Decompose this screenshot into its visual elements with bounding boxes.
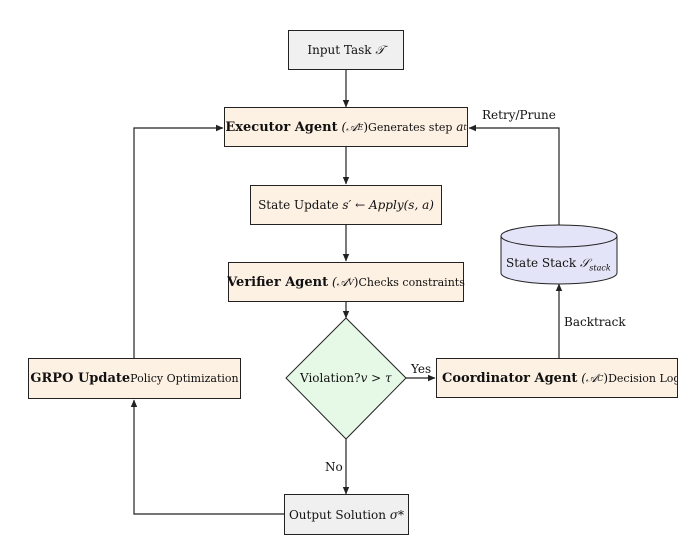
coordinator-agent-node: Coordinator Agent (𝒜C)Decision Logic [436,358,678,398]
coordinator-symbol: (𝒜 [581,370,598,385]
state-stack-label: State Stack 𝒮stack [506,256,611,272]
edge-label-no: No [325,460,343,474]
edge-label-yes: Yes [411,362,432,376]
verifier-symbol: (𝒜 [331,274,348,289]
executor-var: a [456,120,464,134]
executor-symbol: (𝒜 [341,119,358,134]
decision-label: Violation?v > τ [300,371,392,385]
verifier-title: Verifier Agent [227,274,329,290]
decision-diamond [285,317,407,440]
input-task-symbol: 𝒯 [375,42,385,57]
edge-output-grpo [130,399,284,515]
executor-var-sub: t [463,122,467,132]
state-stack-text: State Stack [506,256,577,270]
edge-label-retry: Retry/Prune [482,108,556,122]
input-task-node: Input Task 𝒯 [288,30,404,70]
coordinator-symbol-sub: C [597,373,604,383]
state-stack-cylinder [500,224,618,285]
executor-symbol-close: ) [363,120,369,134]
state-update-expr: s′ ← Apply(s, a) [342,198,434,212]
decision-expr: v > τ [360,371,392,385]
verifier-symbol-sub: V [347,277,354,287]
state-stack-symbol: 𝒮 [579,256,590,270]
executor-desc: Generates step [368,120,453,134]
coordinator-title: Coordinator Agent [442,370,578,386]
grpo-desc: Policy Optimization [130,372,239,385]
coordinator-symbol-close: ) [603,371,609,385]
decision-text: Violation? [300,371,361,385]
verifier-symbol-close: ) [353,275,359,289]
state-update-node: State Update s′ ← Apply(s, a) [250,185,442,225]
state-update-label: State Update [258,198,339,212]
verifier-desc: Checks constraints [358,275,465,289]
grpo-title: GRPO Update [30,371,131,386]
state-stack-sub: stack [589,263,611,273]
output-solution-node: Output Solution σ* [284,494,409,535]
output-symbol: σ* [389,507,405,522]
input-task-label: Input Task [307,43,372,57]
output-label: Output Solution [288,507,387,522]
edge-grpo-executor [133,124,224,358]
edge-label-backtrack: Backtrack [564,315,626,329]
executor-symbol-sub: E [357,122,364,132]
executor-title: Executor Agent [225,119,338,135]
edge-stack-executor [468,124,560,228]
coordinator-desc: Decision Logic [608,371,677,385]
